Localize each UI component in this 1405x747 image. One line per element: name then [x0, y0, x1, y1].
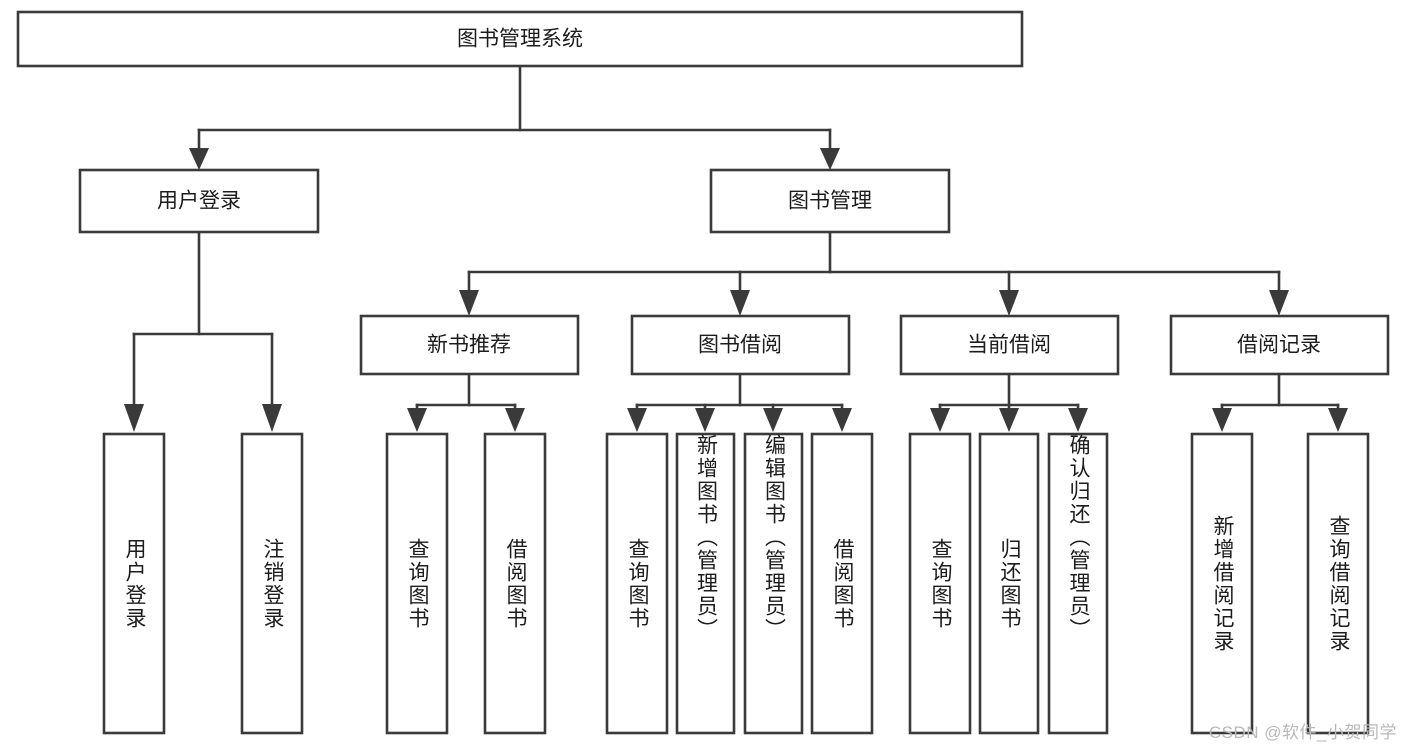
leaf-box-7[interactable] [743, 432, 804, 735]
node-current-borrow-box[interactable] [899, 314, 1120, 376]
arrow-leaf-4 [505, 408, 525, 432]
node-book-management-label: 图书管理 [788, 190, 872, 213]
leaf-boxes-group [102, 432, 1370, 735]
node-borrow-records-label: 借阅记录 [1237, 334, 1321, 357]
leaf-box-2[interactable] [240, 432, 304, 735]
leaf-box-5[interactable] [605, 432, 669, 735]
csdn-watermark: CSDN @软件_小贺同学 [1208, 723, 1397, 742]
node-new-book-recommend-label: 新书推荐 [427, 334, 511, 357]
node-book-management-box[interactable] [709, 168, 951, 234]
arrow-user-login [189, 148, 209, 170]
arrow-leaf-3 [407, 408, 427, 432]
arrow-leaf-11 [1068, 408, 1088, 432]
arrow-new-book [459, 290, 479, 316]
node-book-management[interactable]: 图书管理 [709, 168, 951, 234]
arrow-current [999, 290, 1019, 316]
arrow-leaf-13 [1328, 408, 1348, 432]
leaf-box-8[interactable] [810, 432, 874, 735]
node-user-login[interactable]: 用户登录 [78, 168, 320, 234]
node-root-box[interactable] [16, 10, 1024, 68]
connectors-group [124, 64, 1348, 432]
arrow-book-mgmt [820, 148, 840, 170]
node-root-label: 图书管理系统 [457, 28, 583, 51]
node-new-book-recommend-box[interactable] [359, 314, 580, 376]
arrow-leaf-8 [832, 408, 852, 432]
leaf-box-12[interactable] [1190, 432, 1254, 735]
node-new-book-recommend[interactable]: 新书推荐 [359, 314, 580, 376]
arrow-leaf-12 [1212, 408, 1232, 432]
arrow-leaf-2 [262, 404, 282, 432]
node-book-borrow-label: 图书借阅 [698, 334, 782, 357]
leaf-box-13[interactable] [1306, 432, 1370, 735]
leaf-box-9[interactable] [908, 432, 972, 735]
leaf-box-4[interactable] [483, 432, 547, 735]
arrow-borrow [730, 290, 750, 316]
node-book-borrow-box[interactable] [630, 314, 851, 376]
leaf-box-3[interactable] [385, 432, 449, 735]
leaf-box-6[interactable] [675, 432, 736, 735]
arrow-leaf-1 [124, 404, 144, 432]
node-book-borrow[interactable]: 图书借阅 [630, 314, 851, 376]
node-borrow-records[interactable]: 借阅记录 [1169, 314, 1390, 376]
arrow-leaf-5 [627, 408, 647, 432]
arrow-records [1269, 290, 1289, 316]
arrow-leaf-6 [695, 408, 715, 432]
node-user-login-box[interactable] [78, 168, 320, 234]
node-current-borrow-label: 当前借阅 [967, 334, 1051, 357]
leaf-box-10[interactable] [978, 432, 1040, 735]
arrow-leaf-7 [763, 408, 783, 432]
arrow-leaf-10 [999, 408, 1019, 432]
node-current-borrow[interactable]: 当前借阅 [899, 314, 1120, 376]
node-user-login-label: 用户登录 [157, 190, 241, 213]
leaf-box-1[interactable] [102, 432, 166, 735]
node-root[interactable]: 图书管理系统 [16, 10, 1024, 68]
node-borrow-records-box[interactable] [1169, 314, 1390, 376]
arrow-leaf-9 [930, 408, 950, 432]
leaf-box-11[interactable] [1047, 432, 1109, 735]
